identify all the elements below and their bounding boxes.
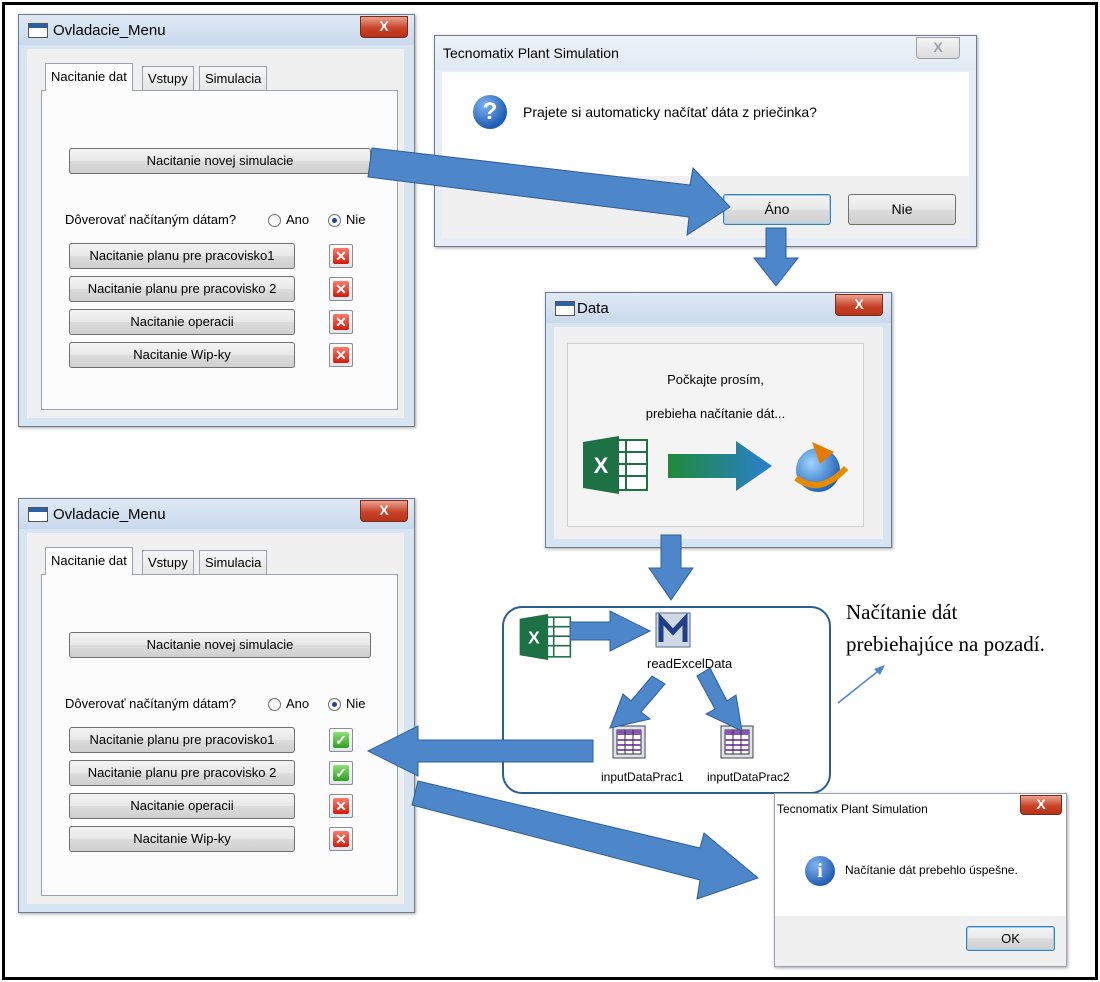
menu-window-before: Ovladacie_Menu X Nacitanie dat Vstupy Si… [18, 14, 415, 427]
table-icon[interactable] [612, 725, 646, 759]
method-icon[interactable] [655, 612, 691, 648]
radio-nie-label: Nie [346, 212, 366, 227]
table-icon[interactable] [720, 725, 754, 759]
window-app-icon [28, 507, 48, 522]
status-plan2: ✕ [329, 277, 353, 301]
dialog-footer: OK [775, 916, 1066, 966]
load-plan2-button[interactable]: Nacitanie planu pre pracovisko 2 [69, 276, 295, 302]
status-plan1: ✕ [329, 244, 353, 268]
svg-text:X: X [528, 627, 540, 647]
window-client: Nacitanie dat Vstupy Simulacia Nacitanie… [27, 533, 404, 904]
window-title: Ovladacie_Menu [53, 506, 166, 523]
prompt-dialog: Tecnomatix Plant Simulation X ? Prajete … [434, 35, 977, 247]
method-label: readExcelData [647, 656, 733, 671]
new-simulation-button[interactable]: Nacitanie novej simulacie [69, 632, 371, 658]
loading-line1: Počkajte prosím, [667, 372, 764, 387]
window-client: Nacitanie dat Vstupy Simulacia Nacitanie… [27, 49, 404, 418]
title-bar: Tecnomatix Plant Simulation X [435, 36, 976, 70]
radio-nie[interactable] [328, 214, 341, 227]
tab-vstupy[interactable]: Vstupy [142, 66, 194, 91]
success-message: Načítanie dát prebehlo úspešne. [845, 863, 1018, 877]
failed-icon: ✕ [333, 347, 349, 363]
load-operations-button[interactable]: Nacitanie operacii [69, 309, 295, 335]
close-button[interactable]: X [1020, 795, 1062, 815]
success-dialog: Tecnomatix Plant Simulation X i Načítani… [774, 793, 1067, 967]
status-operations: ✕ [329, 310, 353, 334]
check-icon: ✓ [333, 732, 349, 748]
menu-window-after: Ovladacie_Menu X Nacitanie dat Vstupy Si… [18, 498, 415, 913]
status-operations: ✕ [329, 794, 353, 818]
status-wip: ✕ [329, 827, 353, 851]
title-bar: Tecnomatix Plant Simulation X [775, 794, 1066, 824]
status-wip: ✕ [329, 343, 353, 367]
dialog-footer: Áno Nie [442, 176, 969, 238]
excel-icon: X [519, 614, 572, 660]
table2-label: inputDataPrac2 [707, 770, 790, 784]
svg-text:X: X [594, 453, 609, 478]
load-plan1-button[interactable]: Nacitanie planu pre pracovisko1 [69, 727, 295, 753]
tab-nacitanie-dat[interactable]: Nacitanie dat [45, 547, 133, 575]
failed-icon: ✕ [333, 248, 349, 264]
radio-ano-label: Ano [286, 696, 310, 711]
radio-ano-label: Ano [286, 212, 310, 227]
status-plan2: ✓ [329, 761, 353, 785]
excel-icon: X [583, 436, 648, 494]
title-bar: Ovladacie_Menu X [19, 15, 414, 45]
load-wip-button[interactable]: Nacitanie Wip-ky [69, 342, 295, 368]
title-bar: Ovladacie_Menu X [19, 499, 414, 529]
close-button[interactable]: X [360, 16, 408, 38]
failed-icon: ✕ [333, 314, 349, 330]
radio-ano[interactable] [268, 214, 281, 227]
close-button[interactable]: X [835, 294, 883, 316]
dialog-body: ? Prajete si automaticky načítať dáta z … [442, 72, 969, 176]
tab-panel: Nacitanie novej simulacie Dôverovať načí… [41, 90, 398, 410]
annotation-line2: prebiehajúce na pozadí. [846, 632, 1045, 656]
dialog-title: Tecnomatix Plant Simulation [777, 802, 928, 816]
status-plan1: ✓ [329, 728, 353, 752]
no-button[interactable]: Nie [848, 194, 956, 225]
load-plan1-button[interactable]: Nacitanie planu pre pracovisko1 [69, 243, 295, 269]
radio-nie-label: Nie [346, 696, 366, 711]
tab-vstupy[interactable]: Vstupy [142, 550, 194, 575]
annotation-line1: Načítanie dát [846, 600, 958, 624]
transfer-arrow-icon [668, 441, 772, 491]
window-title: Ovladacie_Menu [53, 22, 166, 39]
close-button[interactable]: X [916, 37, 960, 59]
check-icon: ✓ [333, 765, 349, 781]
trust-data-label: Dôverovať načítaným dátam? [65, 212, 237, 227]
title-bar: Data X [546, 293, 891, 323]
info-icon: i [805, 856, 835, 886]
trust-data-label: Dôverovať načítaným dátam? [65, 696, 237, 711]
load-wip-button[interactable]: Nacitanie Wip-ky [69, 826, 295, 852]
loading-panel: Počkajte prosím, prebieha načítanie dát.… [567, 343, 864, 527]
tab-panel: Nacitanie novej simulacie Dôverovať načí… [41, 574, 398, 896]
new-simulation-button[interactable]: Nacitanie novej simulacie [69, 148, 371, 174]
tab-simulacia[interactable]: Simulacia [199, 550, 268, 575]
loading-line2: prebieha načítanie dát... [645, 406, 786, 421]
failed-icon: ✕ [333, 831, 349, 847]
yes-button[interactable]: Áno [723, 194, 831, 225]
plant-simulation-icon [794, 442, 849, 492]
prompt-message: Prajete si automaticky načítať dáta z pr… [523, 104, 817, 120]
window-title: Data [577, 300, 609, 317]
dialog-title: Tecnomatix Plant Simulation [443, 45, 619, 61]
window-app-icon [555, 301, 575, 316]
data-client: Počkajte prosím, prebieha načítanie dát.… [554, 327, 883, 539]
ok-button[interactable]: OK [966, 926, 1055, 951]
window-app-icon [28, 23, 48, 38]
load-operations-button[interactable]: Nacitanie operacii [69, 793, 295, 819]
data-window: Data X Počkajte prosím, prebieha načítan… [545, 292, 892, 548]
radio-ano[interactable] [268, 698, 281, 711]
close-button[interactable]: X [360, 500, 408, 522]
failed-icon: ✕ [333, 281, 349, 297]
tab-simulacia[interactable]: Simulacia [199, 66, 268, 91]
table1-label: inputDataPrac1 [601, 770, 684, 784]
radio-nie[interactable] [328, 698, 341, 711]
tab-nacitanie-dat[interactable]: Nacitanie dat [45, 63, 133, 91]
question-icon: ? [473, 95, 507, 129]
failed-icon: ✕ [333, 798, 349, 814]
model-diagram: X readExcelData inputDataPrac1 inputData… [502, 606, 831, 794]
load-plan2-button[interactable]: Nacitanie planu pre pracovisko 2 [69, 760, 295, 786]
